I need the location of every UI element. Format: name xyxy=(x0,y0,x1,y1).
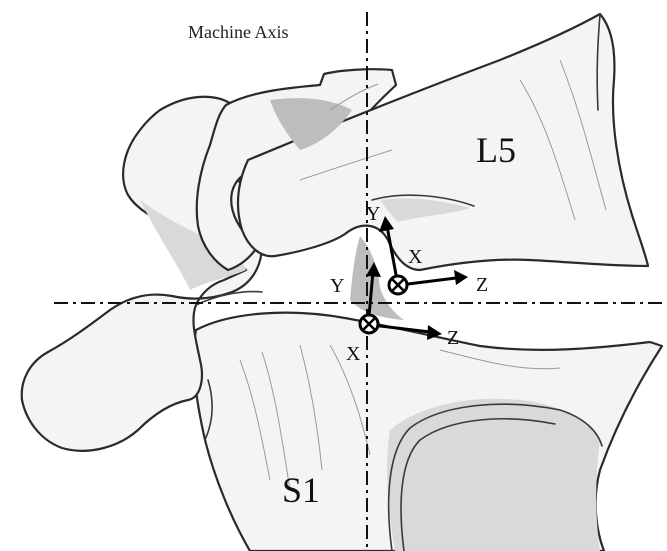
s1-label: S1 xyxy=(282,470,320,510)
s1-vertebra xyxy=(194,313,662,551)
l5-vertebra xyxy=(197,14,648,270)
machine-axis-label: Machine Axis xyxy=(188,22,289,42)
upper-z-arrowhead xyxy=(454,270,468,285)
upper-x-label: X xyxy=(408,246,423,268)
lower-y-label: Y xyxy=(330,275,344,297)
lower-z-label: Z xyxy=(447,327,459,349)
l5-label: L5 xyxy=(476,130,516,170)
lower-x-label: X xyxy=(346,343,361,365)
upper-z-label: Z xyxy=(476,274,488,296)
upper-y-label: Y xyxy=(366,203,380,225)
